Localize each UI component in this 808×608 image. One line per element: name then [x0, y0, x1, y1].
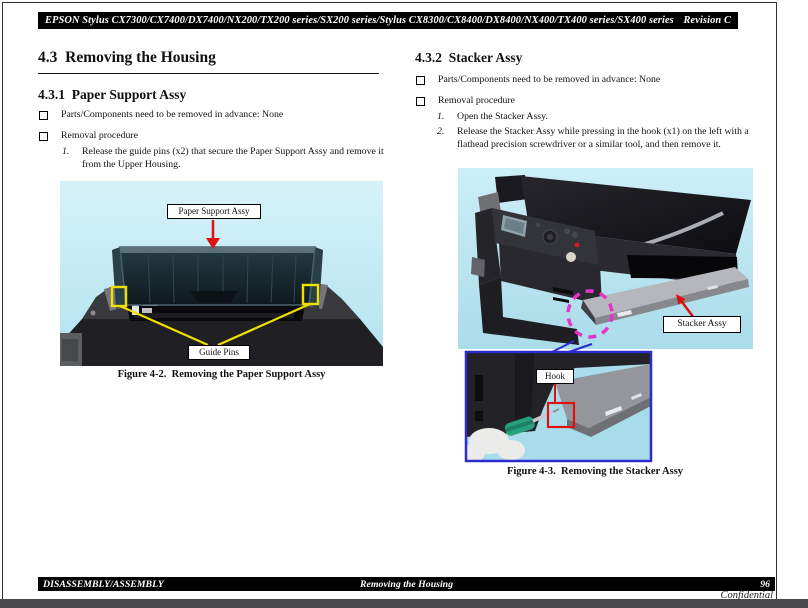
subsection-heading-paper-support: 4.3.1 Paper Support Assy	[38, 87, 187, 102]
subsection-heading-stacker: 4.3.2 Stacker Assy	[415, 50, 523, 65]
hook-callout: Hook	[536, 369, 574, 384]
right-checklist-item-parts: Parts/Components need to be removed in a…	[416, 74, 761, 85]
stacker-assy-callout: Stacker Assy	[663, 316, 741, 333]
viewer-background-strip	[0, 599, 808, 608]
footer-section-text: Removing the Housing	[359, 578, 454, 590]
step-text: Release the Stacker Assy while pressing …	[457, 126, 749, 150]
figure-4-2-photo: Paper Support Assy Guide Pins	[60, 181, 383, 366]
section-heading: 4.3 Removing the Housing	[38, 49, 379, 74]
header-revision-text: Revision C	[683, 15, 731, 26]
figure-4-3-photo: Stacker Assy Hook	[455, 165, 760, 465]
paper-support-assy-callout: Paper Support Assy	[167, 204, 261, 219]
page-footer-bar: DISASSEMBLY/ASSEMBLY Removing the Housin…	[38, 577, 775, 591]
figure-4-2-caption: Figure 4-2. Removing the Paper Support A…	[117, 369, 326, 380]
left-checklist-item-procedure: Removal procedure	[39, 130, 374, 141]
right-step-2: 2. Release the Stacker Assy while pressi…	[437, 126, 762, 152]
stacker-photo-illustration	[458, 168, 753, 463]
checkbox-icon	[39, 132, 48, 141]
checklist-text: Removal procedure	[438, 95, 515, 106]
step-number: 1.	[437, 111, 445, 122]
step-text: Open the Stacker Assy.	[457, 111, 548, 122]
figure-4-3-caption: Figure 4-3. Removing the Stacker Assy	[506, 466, 684, 477]
right-step-1: 1. Open the Stacker Assy.	[437, 111, 762, 124]
checkbox-icon	[416, 76, 425, 85]
checkbox-icon	[39, 111, 48, 120]
footer-chapter-text: DISASSEMBLY/ASSEMBLY	[43, 578, 164, 590]
step-number: 1.	[62, 146, 70, 157]
step-number: 2.	[437, 126, 445, 137]
header-models-text: EPSON Stylus CX7300/CX7400/DX7400/NX200/…	[45, 15, 674, 26]
page-header-bar: EPSON Stylus CX7300/CX7400/DX7400/NX200/…	[38, 12, 738, 29]
guide-pins-callout: Guide Pins	[188, 345, 250, 360]
step-text: Release the guide pins (x2) that secure …	[82, 146, 384, 170]
left-step-1: 1. Release the guide pins (x2) that secu…	[62, 146, 394, 172]
checklist-text: Parts/Components need to be removed in a…	[438, 74, 661, 85]
left-checklist-item-parts: Parts/Components need to be removed in a…	[39, 109, 374, 120]
paper-support-photo-illustration	[60, 181, 383, 366]
right-checklist-item-procedure: Removal procedure	[416, 95, 761, 106]
confidential-text: Confidential	[720, 590, 774, 601]
checklist-text: Removal procedure	[61, 130, 138, 141]
checklist-text: Parts/Components need to be removed in a…	[61, 109, 284, 120]
footer-page-number: 96	[760, 578, 770, 590]
checkbox-icon	[416, 97, 425, 106]
